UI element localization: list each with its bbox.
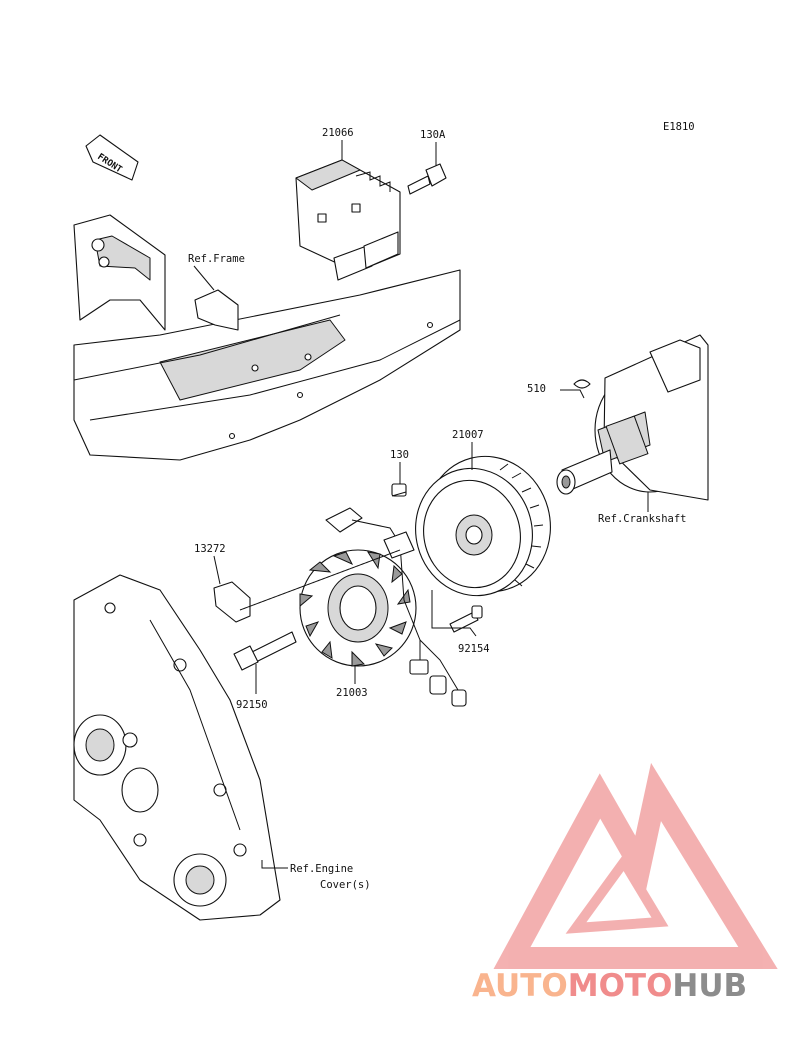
- ref-frame-label: Ref.Frame: [188, 253, 245, 265]
- crankshaft-illustration: [556, 334, 709, 501]
- bolt-130a: [407, 163, 447, 195]
- part-label-21007: 21007: [452, 429, 484, 441]
- wire-connectors: [409, 639, 467, 707]
- part-label-130: 130: [390, 449, 409, 461]
- front-arrow-icon: FRONT: [85, 134, 139, 181]
- frame-illustration: [73, 214, 461, 461]
- woodruff-key-510: [573, 379, 591, 389]
- watermark-word-moto: MOTO: [568, 968, 673, 1004]
- leader-lines: [193, 140, 649, 869]
- ref-engine-cover-label-line1: Ref.Engine: [290, 863, 353, 875]
- bracket-13272: [213, 581, 251, 623]
- watermark-text: AUTOMOTOHUB: [472, 968, 747, 1004]
- rotor-21007: [415, 455, 551, 597]
- watermark-word-auto: AUTO: [472, 968, 568, 1004]
- diagram-id: E1810: [663, 121, 695, 133]
- engine-cover-illustration: [73, 574, 281, 921]
- stator-21003: [299, 507, 421, 670]
- part-label-13272: 13272: [194, 543, 226, 555]
- watermark-word-hub: HUB: [672, 968, 747, 1004]
- part-label-21066: 21066: [322, 127, 354, 139]
- regulator-rectifier-21066: [295, 159, 401, 281]
- part-label-21003: 21003: [336, 687, 368, 699]
- bolt-92150: [233, 631, 297, 671]
- ref-engine-cover-label-line2: Cover(s): [320, 879, 371, 891]
- part-label-92154: 92154: [458, 643, 490, 655]
- part-label-130a: 130A: [420, 129, 446, 141]
- bolt-92154: [449, 605, 483, 633]
- part-label-510: 510: [527, 383, 546, 395]
- ref-crankshaft-label: Ref.Crankshaft: [598, 513, 687, 525]
- bolt-130: [391, 483, 407, 497]
- watermark-logo-icon: [493, 762, 778, 969]
- part-label-92150: 92150: [236, 699, 268, 711]
